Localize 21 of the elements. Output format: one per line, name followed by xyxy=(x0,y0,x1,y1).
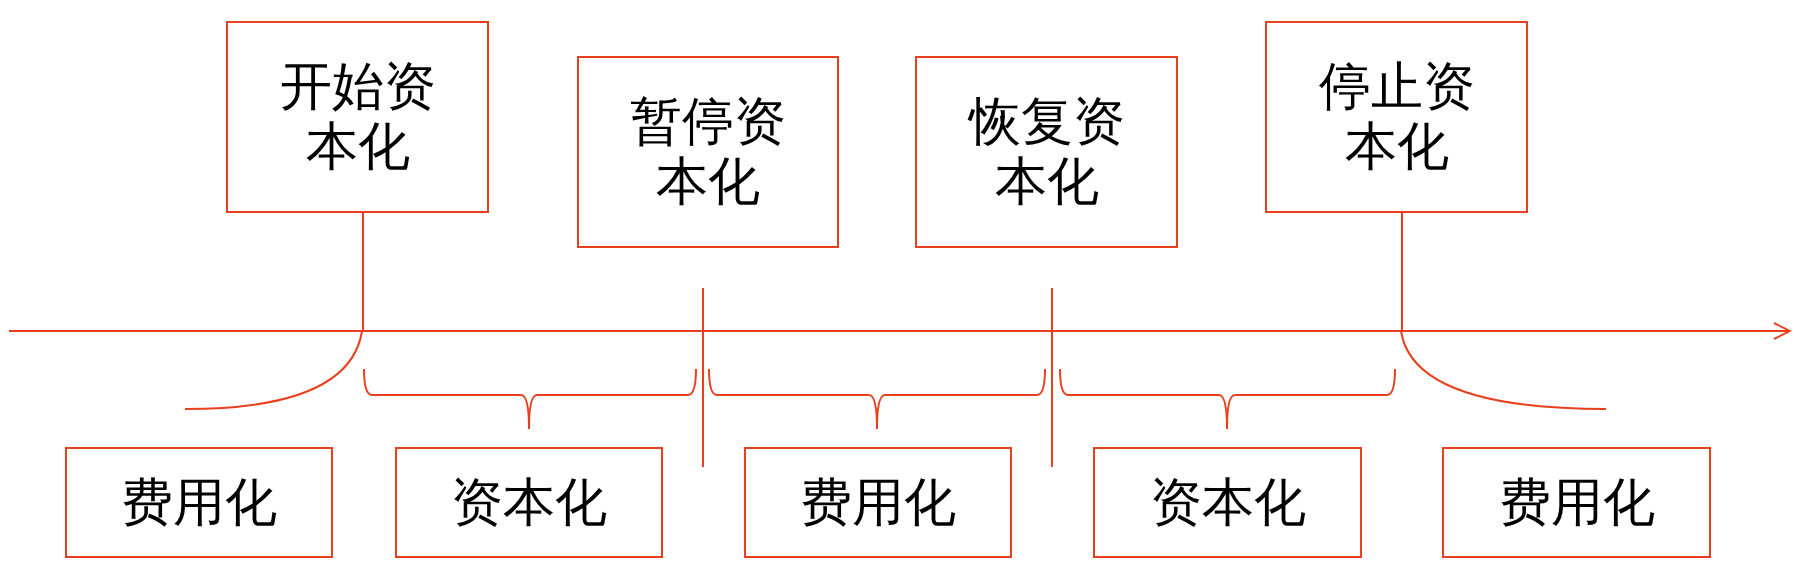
box-label: 开始资本化 xyxy=(278,57,437,177)
label-box xyxy=(65,447,333,558)
label-box xyxy=(1442,447,1711,558)
leader-line xyxy=(1401,212,1403,331)
label-box xyxy=(1093,447,1362,558)
box-label: 费用化 xyxy=(1498,472,1655,533)
label-box xyxy=(744,447,1012,558)
box-label: 停止资本化 xyxy=(1317,57,1476,177)
timeline-axis xyxy=(8,322,1791,340)
box-label: 暂停资本化 xyxy=(629,92,787,212)
label-box xyxy=(1265,21,1528,213)
leader-line xyxy=(362,212,364,331)
box-label: 资本化 xyxy=(1149,472,1306,533)
label-box xyxy=(915,56,1178,248)
box-label: 资本化 xyxy=(451,472,607,533)
label-box xyxy=(226,21,489,213)
box-label: 费用化 xyxy=(121,472,277,533)
box-label: 恢复资本化 xyxy=(966,92,1126,212)
label-box xyxy=(395,447,663,558)
label-box xyxy=(577,56,839,248)
box-label: 费用化 xyxy=(800,472,956,533)
